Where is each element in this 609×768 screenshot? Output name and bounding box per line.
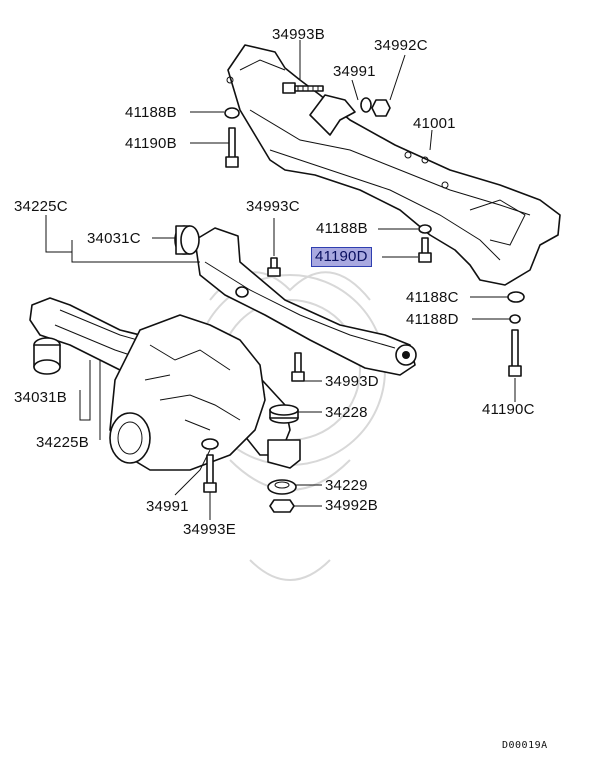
label-34992B: 34992B xyxy=(325,497,378,514)
label-34991-top: 34991 xyxy=(333,63,376,80)
rear-mount-bushing xyxy=(267,439,301,469)
bolt-34993C xyxy=(267,257,281,277)
bushing-right-eye xyxy=(395,344,417,366)
washer-41188B-mid xyxy=(418,224,432,234)
nut-34992B xyxy=(269,499,295,513)
label-34993C: 34993C xyxy=(246,198,300,215)
label-34992C: 34992C xyxy=(374,37,428,54)
washer-41188B-top xyxy=(224,107,240,119)
label-41190D-highlighted[interactable]: 41190D xyxy=(311,247,372,267)
stopper-34229 xyxy=(267,479,297,495)
bolt-34993D xyxy=(291,352,305,382)
diagram-code: D00019A xyxy=(502,740,548,751)
label-41188B-mid: 41188B xyxy=(316,220,368,237)
label-34993B: 34993B xyxy=(272,26,325,43)
bolt-41190C xyxy=(508,329,522,377)
label-41188B-top: 41188B xyxy=(125,104,177,121)
washer-34991-bottom xyxy=(201,438,219,450)
bolt-41190D xyxy=(418,237,432,263)
label-34993D: 34993D xyxy=(325,373,379,390)
bushing-34031C xyxy=(174,225,200,255)
insulator-34228 xyxy=(269,404,299,424)
label-34225B: 34225B xyxy=(36,434,89,451)
differential-housing xyxy=(109,314,266,471)
bolt-41190B xyxy=(225,127,239,168)
label-34229: 34229 xyxy=(325,477,368,494)
label-41001: 41001 xyxy=(413,115,456,132)
bolt-34993B xyxy=(282,82,324,94)
leader-lines xyxy=(45,40,516,520)
label-34228: 34228 xyxy=(325,404,368,421)
label-34991-bottom: 34991 xyxy=(146,498,189,515)
washer-41188C xyxy=(507,291,525,303)
label-34993E: 34993E xyxy=(183,521,236,538)
label-41190B: 41190B xyxy=(125,135,177,152)
bushing-34031B xyxy=(33,337,61,375)
washer-41188D xyxy=(509,314,521,324)
label-34225C: 34225C xyxy=(14,198,68,215)
label-41188D: 41188D xyxy=(406,311,459,328)
label-41190C: 41190C xyxy=(482,401,535,418)
crossmember-41001 xyxy=(226,44,561,286)
label-41188C: 41188C xyxy=(406,289,459,306)
bracket-34991 xyxy=(309,94,391,136)
label-34031C: 34031C xyxy=(87,230,141,247)
label-34031B: 34031B xyxy=(14,389,67,406)
